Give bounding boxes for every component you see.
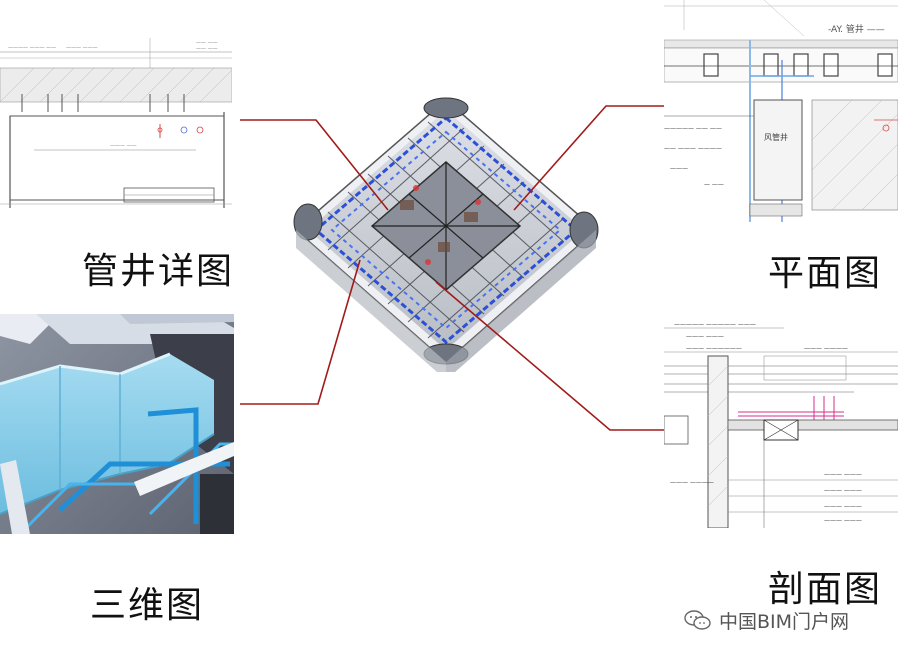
svg-text:风管井: 风管井 xyxy=(764,132,788,142)
svg-text:———— ——— ——: ———— ——— —— xyxy=(8,45,56,51)
svg-text:-AY. 管井 ——: -AY. 管井 —— xyxy=(828,23,885,35)
section-drawing: ————— ————— ——— ——— ——— ——— —————— ——— —… xyxy=(664,316,898,528)
watermark-text: 中国BIM门户网 xyxy=(719,610,850,633)
three-d-render xyxy=(0,314,234,534)
section-label: 剖面图 xyxy=(768,569,883,610)
wechat-icon xyxy=(683,608,713,632)
central-bim-model xyxy=(288,92,604,380)
svg-text:——— ———: ——— ——— xyxy=(66,45,98,51)
svg-text:— ——: — —— xyxy=(704,181,724,188)
svg-text:——— ———: ——— ——— xyxy=(824,487,862,494)
three-d-svg xyxy=(0,314,234,534)
watermark: 中国BIM门户网 xyxy=(683,606,849,634)
plan-label: 平面图 xyxy=(768,253,883,294)
svg-text:——— ———: ——— ——— xyxy=(824,517,862,524)
svg-text:—— ——— ————: —— ——— ———— xyxy=(664,145,722,152)
three-d-label: 三维图 xyxy=(90,585,205,626)
svg-text:——— ——————: ——— —————— xyxy=(686,345,742,352)
svg-text:——— ————: ——— ———— xyxy=(670,479,714,486)
section-svg: ————— ————— ——— ——— ——— ——— —————— ——— —… xyxy=(664,316,898,528)
svg-text:——— ————: ——— ———— xyxy=(804,345,848,352)
svg-text:————— ————— ———: ————— ————— ——— xyxy=(674,321,756,328)
plan-svg: -AY. 管井 —— 风管井 ————— —— —— —— ——— ———— —… xyxy=(664,0,898,222)
svg-text:——— ——: ——— —— xyxy=(110,143,137,149)
svg-text:————— —— ——: ————— —— —— xyxy=(664,125,722,132)
plan-drawing: -AY. 管井 —— 风管井 ————— —— —— —— ——— ———— —… xyxy=(664,0,898,222)
svg-text:—— ——: —— —— xyxy=(196,40,218,46)
svg-text:—— ——: —— —— xyxy=(196,46,218,52)
svg-text:———: ——— xyxy=(670,165,688,172)
shaft-detail-drawing: ———— ——— —— ——— ——— —— —— —— —— ——— —— xyxy=(0,38,232,208)
central-model-svg xyxy=(293,97,599,380)
shaft-detail-label: 管井详图 xyxy=(82,251,235,292)
svg-text:——— ———: ——— ——— xyxy=(686,333,724,340)
svg-text:——— ———: ——— ——— xyxy=(824,503,862,510)
svg-text:——— ———: ——— ——— xyxy=(824,471,862,478)
shaft-detail-svg: ———— ——— —— ——— ——— —— —— —— —— ——— —— xyxy=(0,38,232,208)
